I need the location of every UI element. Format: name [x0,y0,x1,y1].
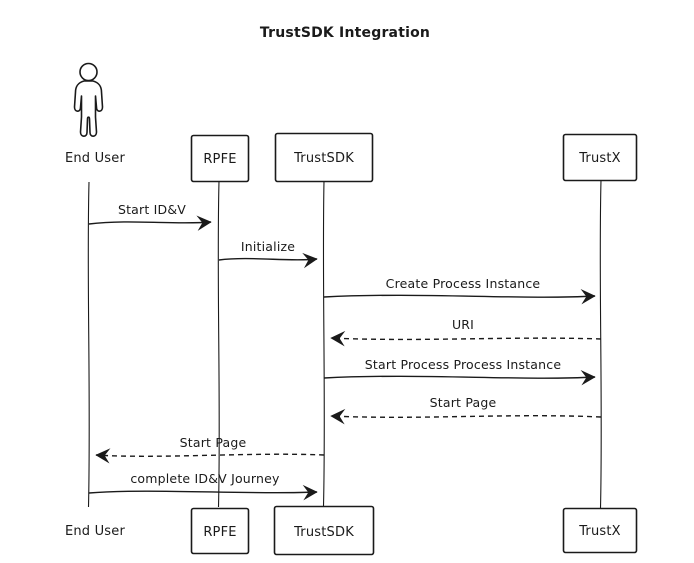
message-label-create-process-instance: Create Process Instance [386,276,541,291]
lifeline-trustx [599,179,602,509]
message-line-start-page-to-user [95,448,325,464]
participant-box-trustx-top [562,133,638,182]
message-line-create-process-instance [323,289,596,305]
participant-rpfe-top: RPFE [190,134,250,183]
participant-label-trustsdk-top: TrustSDK [293,151,354,166]
message-uri: URI [330,317,602,347]
message-line-start-page-to-sdk [330,408,602,425]
participant-box-trustsdk-top [274,132,374,183]
message-label-start-page-to-sdk: Start Page [430,395,497,410]
message-line-start-idv [88,215,212,231]
message-line-uri [330,330,602,347]
message-complete-idv-journey: complete ID&V Journey [88,471,318,501]
participant-box-trustsdk-bottom [273,505,375,556]
participant-label-trustx-top: TrustX [578,151,621,166]
participant-rpfe-bottom: RPFE [190,507,250,555]
lifeline-trustsdk [322,180,325,507]
participant-box-rpfe-bottom [190,507,250,555]
message-label-uri: URI [452,317,474,332]
message-start-process-instance: Start Process Process Instance [323,357,596,386]
participant-label-trustx-bottom: TrustX [578,524,621,539]
lifeline-end-user [87,181,90,508]
message-initialize: Initialize [218,239,318,269]
message-start-page-to-sdk: Start Page [330,395,602,425]
actor-label-end-user-top: End User [65,151,126,166]
participant-box-rpfe-top [190,134,250,183]
message-label-initialize: Initialize [241,239,295,254]
message-start-page-to-user: Start Page [95,435,325,464]
diagram-title: TrustSDK Integration [260,25,430,41]
message-label-start-idv: Start ID&V [118,202,186,217]
person-icon-head [79,62,98,82]
actor-end-user-top: End User [65,62,126,166]
participant-label-trustsdk-bottom: TrustSDK [293,525,354,540]
message-label-start-process-instance: Start Process Process Instance [365,357,562,372]
person-icon-body [73,80,104,137]
participant-label-rpfe-top: RPFE [203,152,236,167]
participant-box-trustx-bottom [562,507,638,554]
message-label-complete-idv-journey: complete ID&V Journey [130,471,280,486]
message-start-idv: Start ID&V [88,202,212,231]
message-line-complete-idv-journey [88,484,318,501]
participant-trustsdk-top: TrustSDK [274,132,374,183]
message-label-start-page-to-user: Start Page [180,435,247,450]
participant-label-rpfe-bottom: RPFE [203,525,236,540]
lifeline-rpfe [217,180,220,508]
participant-trustx-bottom: TrustX [562,507,638,554]
message-create-process-instance: Create Process Instance [323,276,596,305]
participant-trustsdk-bottom: TrustSDK [273,505,375,556]
participant-trustx-top: TrustX [562,133,638,182]
message-line-initialize [218,252,318,269]
message-line-start-process-instance [323,370,596,386]
actor-label-end-user-bottom: End User [65,524,126,539]
